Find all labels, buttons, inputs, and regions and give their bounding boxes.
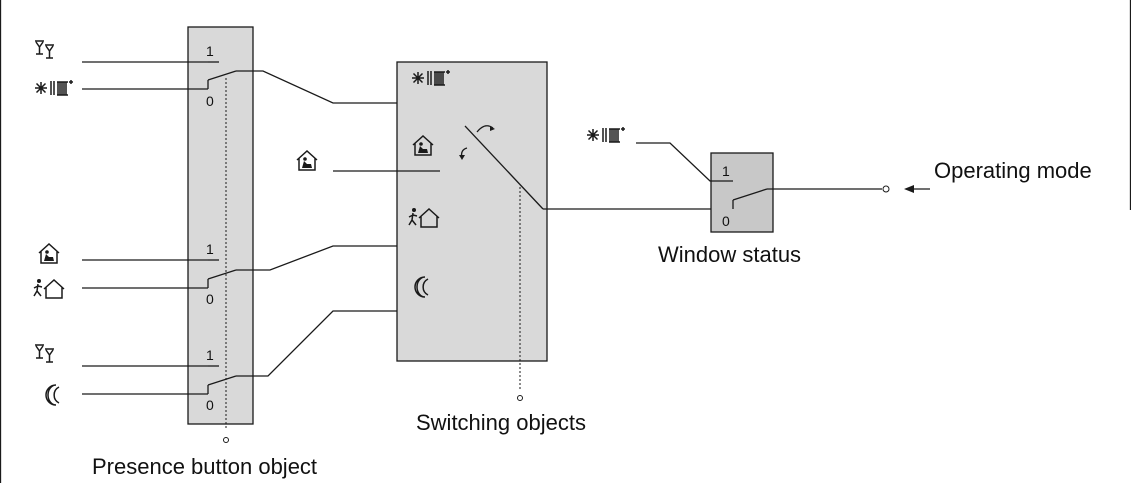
comfort-home-icon (38, 243, 60, 264)
night-moon-icon (45, 384, 60, 406)
presence-switch-3-bottom-label: 0 (206, 397, 214, 413)
switching-objects-label: Switching objects (416, 410, 586, 435)
window-switch-top-label: 1 (722, 163, 730, 179)
window-status-block (710, 152, 774, 233)
presence-control-terminal (223, 437, 229, 443)
frost-heat-protection-icon (34, 79, 74, 96)
operating-mode-label: Operating mode (934, 158, 1092, 183)
presence-switch-2-top-label: 1 (206, 241, 214, 257)
window-switch-bottom-label: 0 (722, 213, 730, 229)
presence-switch-2-contact (207, 269, 237, 280)
window-switch-contact (732, 188, 768, 201)
comfort-home-icon (296, 150, 318, 171)
presence-switch-3-top-label: 1 (206, 347, 214, 363)
party-glasses-icon (34, 344, 55, 363)
standby-person-house-icon (33, 278, 65, 299)
switching-control-terminal (517, 395, 523, 401)
party-glasses-icon (34, 40, 55, 59)
window-status-label: Window status (658, 242, 801, 267)
presence-switch-1-contact (207, 70, 237, 81)
switching-objects-block (396, 61, 548, 362)
presence-button-object-label: Presence button object (92, 454, 317, 479)
presence-switch-3-contact (207, 375, 237, 386)
frost-heat-protection-icon (586, 126, 626, 143)
selector-switch-arm (464, 125, 544, 210)
operating-mode-terminal (882, 185, 890, 193)
arrow-left-icon (904, 185, 914, 193)
presence-switch-1-top-label: 1 (206, 43, 214, 59)
presence-switch-2-bottom-label: 0 (206, 291, 214, 307)
presence-switch-1-bottom-label: 0 (206, 93, 214, 109)
presence-button-block (187, 26, 254, 425)
